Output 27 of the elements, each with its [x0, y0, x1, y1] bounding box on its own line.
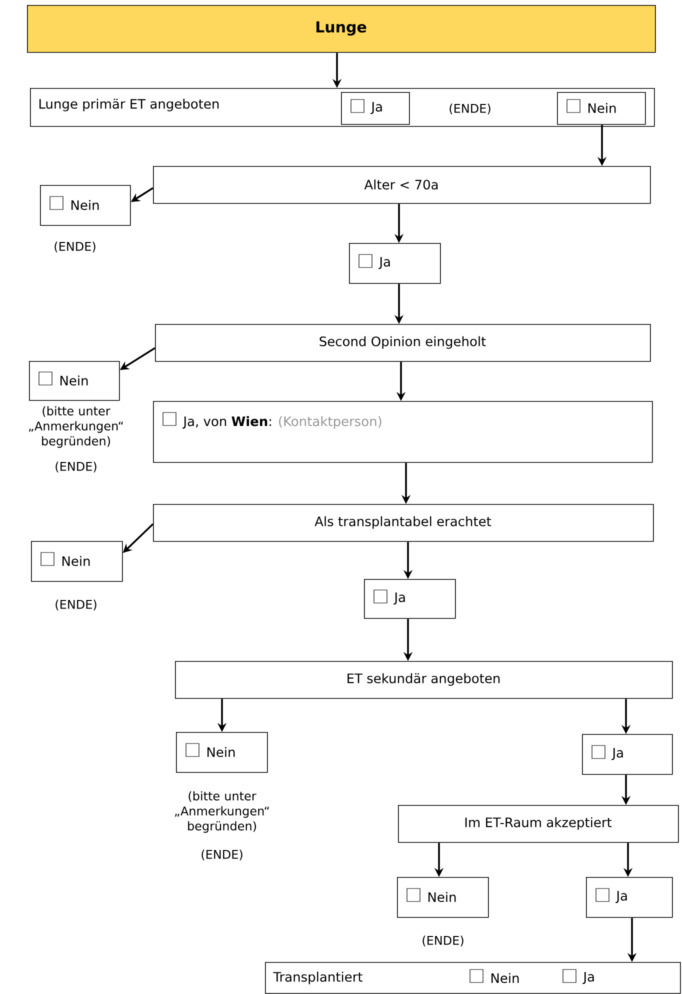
answer-box: Ja: [582, 734, 673, 775]
note: (ENDE): [54, 242, 96, 252]
note: (bitte unter „Anmerkungen“ begründen): [29, 406, 123, 448]
note: (ENDE): [450, 104, 490, 114]
answer-box: Nein: [40, 185, 131, 226]
note: (ENDE): [56, 600, 96, 610]
question-box: ET sekundär angeboten: [175, 661, 673, 699]
question-box: Transplantiert Nein Ja: [265, 962, 681, 994]
answer-box: Nein: [176, 732, 268, 773]
answer-box: Nein: [397, 877, 489, 918]
answer-box: Nein: [557, 92, 646, 125]
title-box: Lunge: [27, 5, 656, 53]
answer-box: Nein: [29, 361, 120, 401]
note: (ENDE): [202, 850, 242, 860]
note: (ENDE): [56, 462, 96, 472]
question-box: Als transplantabel erachtet: [153, 504, 654, 542]
answer-box: Nein: [31, 541, 123, 582]
answer-box: Ja, von Wien: (Kontaktperson): [153, 401, 653, 463]
answer-box: Ja: [349, 243, 441, 284]
question-box: Alter < 70a: [153, 166, 651, 204]
question-box: Im ET-Raum akzeptiert: [398, 805, 679, 843]
question-box: Second Opinion eingeholt: [155, 324, 651, 362]
answer-box: Ja: [341, 92, 410, 125]
note: (ENDE): [422, 936, 464, 946]
answer-box: Ja: [586, 877, 673, 918]
answer-box: Ja: [364, 579, 456, 619]
note: (bitte unter „Anmerkungen“ begründen): [175, 791, 269, 833]
